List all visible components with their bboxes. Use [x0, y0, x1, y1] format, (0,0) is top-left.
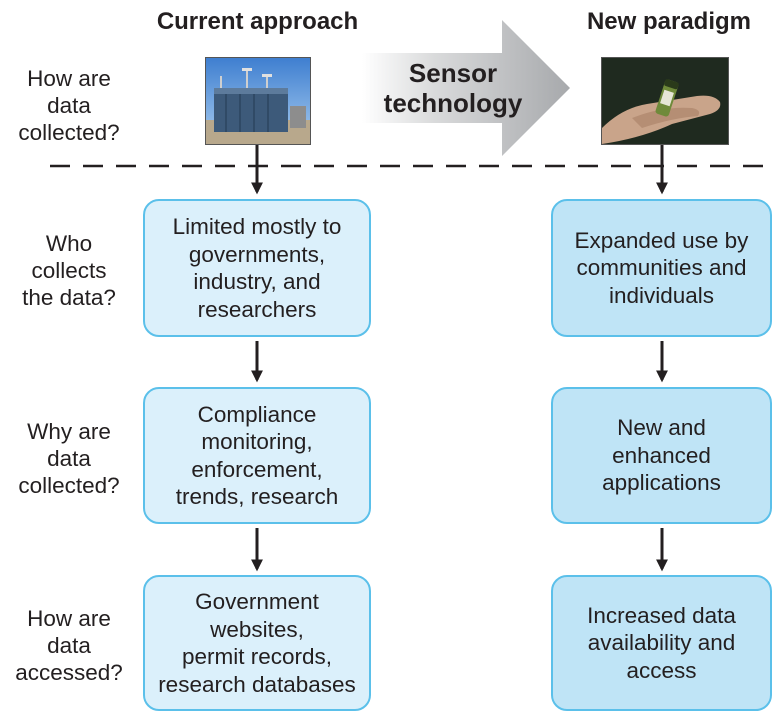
new-paradigm-header: New paradigm [586, 8, 752, 35]
new-who-box: Expanded use by communities and individu… [551, 199, 772, 337]
box-text-line: governments, [188, 241, 326, 267]
box-text-line: New and [617, 415, 706, 441]
box-text-line: communities and [576, 255, 747, 281]
row-label-line: Why are [27, 418, 111, 444]
current-who-box: Limited mostly to governments, industry,… [143, 199, 371, 337]
handheld-sensor-illustration [602, 58, 728, 144]
current-access-box: Government websites, permit records, res… [143, 575, 371, 711]
box-text-line: availability and [587, 630, 736, 656]
current-why-box: Compliance monitoring, enforcement, tren… [143, 387, 371, 524]
sensor-label-line: technology [383, 88, 523, 118]
row-label-collected: How are data collected? [0, 60, 138, 150]
sensor-technology-arrow [362, 20, 570, 156]
new-why-box: New and enhanced applications [551, 387, 772, 524]
sensor-label-line: Sensor [408, 58, 498, 88]
box-text-line: industry, and [193, 269, 321, 294]
box-text-line: websites, [210, 616, 304, 642]
row-label-line: data [47, 445, 91, 471]
dashed-divider [50, 164, 772, 168]
row-label-line: collects [31, 257, 107, 283]
row-label-line: collected? [18, 119, 120, 145]
box-text-line: enhanced [612, 442, 711, 468]
box-text-line: research databases [158, 671, 356, 697]
row-label-line: collected? [18, 472, 120, 498]
row-label-line: data [47, 632, 91, 658]
sensor-technology-label: Sensor technology [378, 58, 528, 118]
row-label-line: How are [27, 605, 111, 631]
row-label-why: Why are data collected? [0, 413, 138, 503]
current-approach-header: Current approach [156, 8, 359, 35]
box-text-line: Government [195, 589, 319, 614]
monitoring-station-photo [205, 57, 311, 145]
box-text-line: Limited mostly to [172, 214, 342, 239]
row-label-who: Who collects the data? [0, 225, 138, 315]
box-text-line: monitoring, [201, 429, 313, 454]
box-text-line: individuals [608, 282, 715, 308]
row-label-accessed: How are data accessed? [0, 600, 138, 690]
box-text-line: researchers [197, 296, 317, 322]
row-label-line: accessed? [15, 659, 123, 685]
row-label-line: Who [45, 230, 93, 256]
new-access-box: Increased data availability and access [551, 575, 772, 711]
row-label-line: How are [27, 65, 111, 91]
box-text-line: enforcement, [191, 456, 323, 482]
box-text-line: access [626, 657, 697, 683]
box-text-line: applications [602, 470, 721, 496]
row-label-line: data [47, 92, 91, 118]
handheld-sensor-photo [601, 57, 729, 145]
box-text-line: Compliance [197, 401, 317, 427]
monitoring-station-illustration [206, 58, 310, 144]
box-text-line: trends, research [175, 484, 339, 509]
box-text-line: Increased data [587, 602, 736, 628]
box-text-line: Expanded use by [574, 227, 749, 253]
row-label-line: the data? [22, 284, 116, 310]
box-text-line: permit records, [181, 644, 333, 669]
